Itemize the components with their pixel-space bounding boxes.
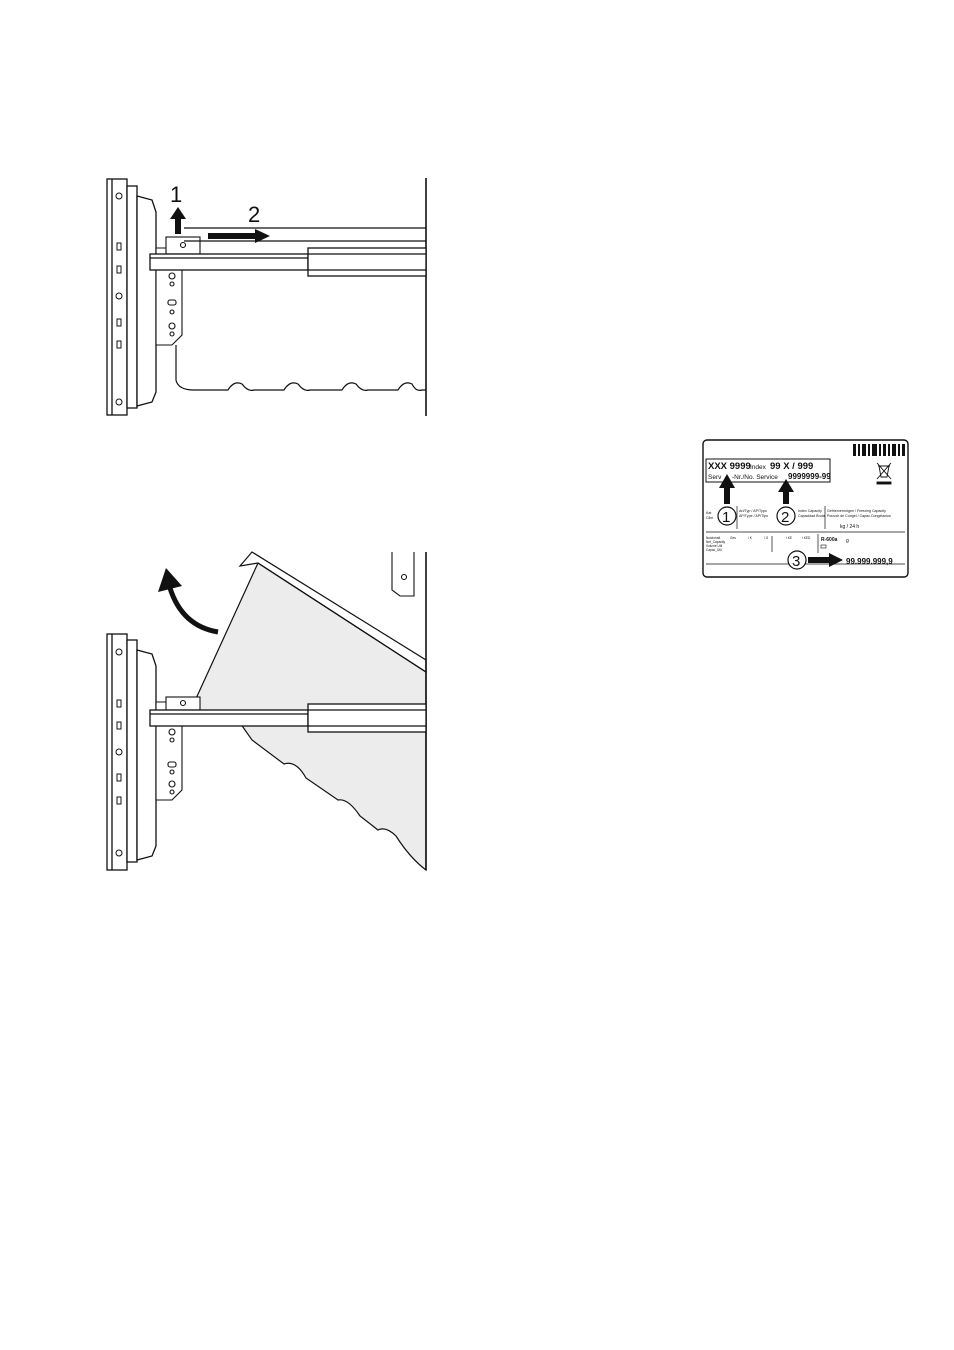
door-screws-2	[115, 648, 123, 857]
plate-per-day: kg / 24 h	[840, 524, 859, 530]
plate-service-value: 9999999-99	[788, 472, 831, 481]
plate-row-3: Volume Util	[706, 544, 722, 548]
hinge-bracket	[155, 236, 201, 346]
svg-text:/ KE: / KE	[786, 536, 792, 540]
plate-index-label: Index	[750, 464, 767, 471]
plate-model: XXX 9999	[708, 461, 751, 472]
telescopic-rail-2	[149, 703, 427, 733]
plate-row-1: Nutzinhalt	[706, 536, 720, 540]
svg-text:Pouvoir de Congél / Capac.Cong: Pouvoir de Congél / Capac.Congelacion	[827, 514, 891, 518]
figure-drawer-removal	[106, 551, 427, 872]
svg-text:Capacidad Bruta: Capacidad Bruta	[798, 514, 825, 518]
arrow-right-icon	[208, 229, 270, 243]
drawer-outline	[175, 227, 426, 391]
weee-bin-icon	[876, 462, 892, 485]
svg-text:2: 2	[781, 509, 789, 526]
figure-door-release: 1 2	[106, 178, 427, 416]
curved-arrow-icon	[158, 568, 219, 635]
callout-arrow-3-icon	[808, 553, 843, 567]
svg-text:/ KED: / KED	[802, 536, 811, 540]
plate-class-header: Kat	[706, 511, 711, 515]
callout-circle-1: 1	[717, 506, 737, 526]
plate-serial-number: 99.999.999,9	[846, 557, 893, 566]
plate-refrigerant: R-600a	[821, 537, 838, 543]
svg-text:/ G: / G	[764, 536, 769, 540]
plate-type-header: Art/Typ / AP/Typo	[739, 509, 767, 513]
plate-refrigerant-amount: g	[846, 538, 849, 544]
door-panel-2	[106, 633, 157, 871]
plate-service-prefix: Serv	[708, 474, 722, 481]
model-highlight-box	[705, 458, 831, 483]
callout-arrow-1-icon	[719, 474, 735, 504]
step-label-1: 1	[170, 182, 182, 207]
plate-row-2: Net_Capacity	[706, 540, 726, 544]
arrow-up-icon	[170, 207, 186, 234]
plate-row-4: Capac_Util	[706, 548, 722, 552]
telescopic-rail	[149, 247, 427, 277]
plate-index-value: 99 X / 999	[770, 461, 813, 472]
door-panel	[106, 178, 157, 416]
step-label-2: 2	[248, 202, 260, 227]
svg-text:Ges: Ges	[730, 536, 736, 540]
callout-arrow-2-icon	[778, 479, 794, 504]
plate-capacity-header: Index Capacity	[798, 509, 822, 513]
plate-service-middle: -Nr./No. Service	[732, 474, 778, 481]
callout-circle-3: 3	[787, 550, 807, 570]
upper-bracket	[391, 552, 415, 597]
rating-plate: XXX 9999 Index 99 X / 999 Serv -Nr./No. …	[702, 439, 909, 578]
plate-freezing-header: Gefriervermögen / Freezing Capacity	[827, 509, 886, 513]
svg-text:1: 1	[722, 509, 730, 526]
svg-text:/ K: / K	[748, 536, 753, 540]
svg-text:3: 3	[792, 553, 800, 570]
barcode	[853, 444, 905, 456]
callout-circle-2: 2	[776, 506, 796, 526]
svg-text:Clim: Clim	[706, 516, 713, 520]
svg-text:AP/Type / AP/Tipo: AP/Type / AP/Tipo	[739, 514, 768, 518]
door-screws	[115, 192, 123, 406]
